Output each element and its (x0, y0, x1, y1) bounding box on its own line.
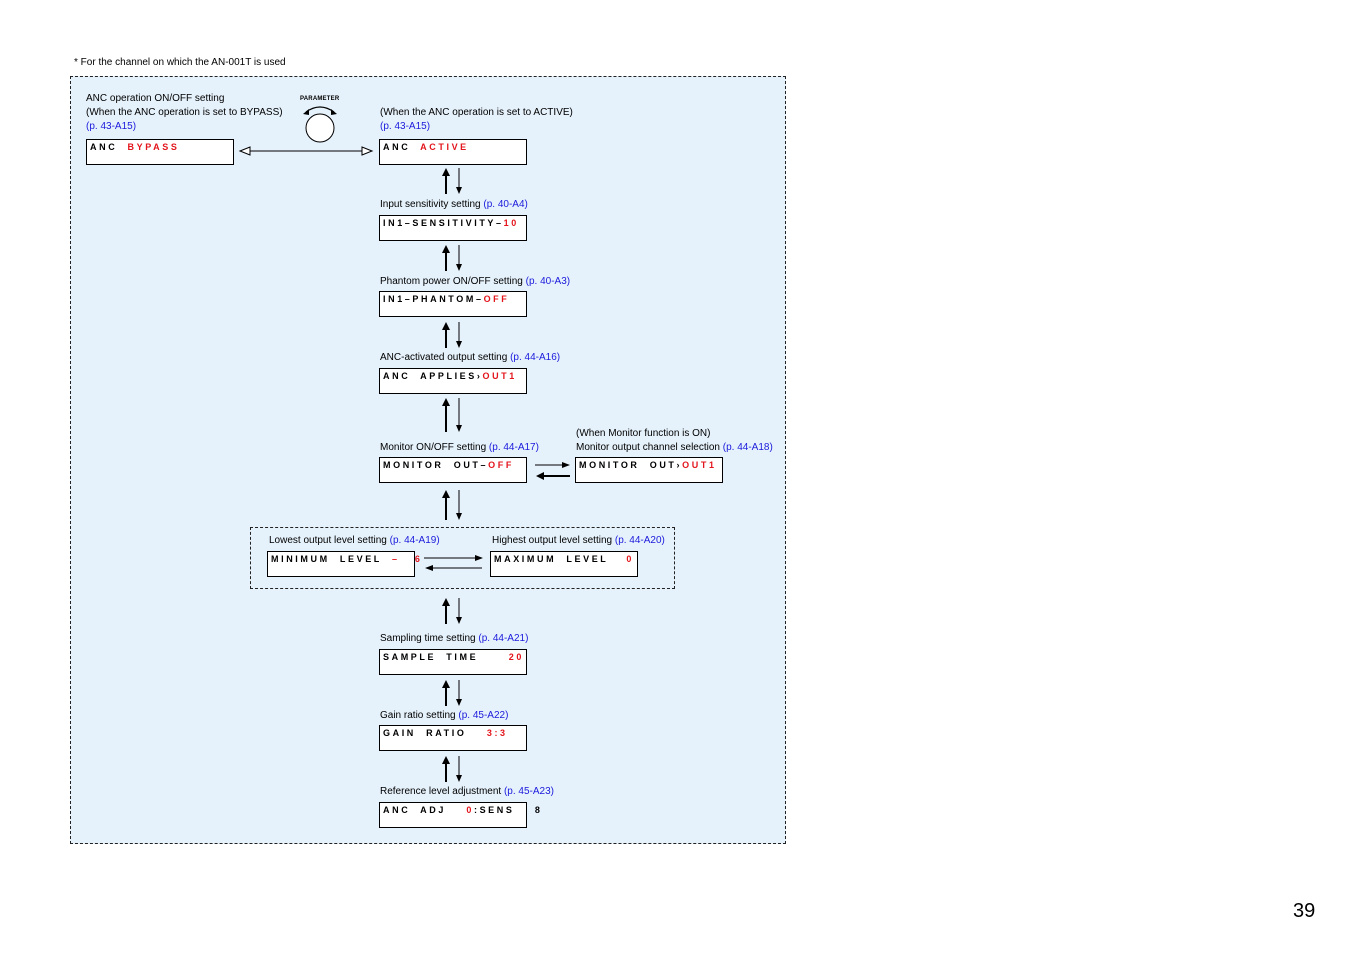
lcd-min-level: MINIMUM LEVEL – 6 (267, 551, 420, 577)
level-settings-group (250, 527, 675, 589)
footnote: * For the channel on which the AN-001T i… (74, 57, 286, 68)
anc-onoff-title: ANC operation ON/OFF setting (86, 93, 225, 104)
up-down-arrows-icon (442, 756, 462, 782)
up-down-arrows-icon (442, 398, 462, 432)
lcd-phantom: IN1–PHANTOM–OFF (379, 291, 527, 317)
sample-time-label: Sampling time setting (p. 44-A21) (380, 633, 529, 644)
anc-bypass-condition: (When the ANC operation is set to BYPASS… (86, 107, 283, 118)
anc-active-ref[interactable]: (p. 43-A15) (380, 121, 431, 132)
up-down-arrows-icon (442, 680, 462, 706)
bypass-active-arrow-icon (238, 146, 374, 156)
left-right-arrows-icon (535, 462, 570, 480)
left-right-arrows-icon (424, 555, 483, 571)
lcd-anc-output: ANC APPLIES›OUT1 (379, 368, 527, 394)
lcd-anc-bypass: ANC BYPASS (86, 139, 234, 165)
monitor-channel-label: Monitor output channel selection (p. 44-… (576, 442, 773, 453)
max-level-label: Highest output level setting (p. 44-A20) (492, 535, 665, 546)
lcd-monitor-channel: MONITOR OUT›OUT1 (575, 457, 723, 483)
anc-active-condition: (When the ANC operation is set to ACTIVE… (380, 107, 573, 118)
gain-ratio-label: Gain ratio setting (p. 45-A22) (380, 710, 509, 721)
input-sensitivity-label: Input sensitivity setting (p. 40-A4) (380, 199, 528, 210)
parameter-knob-label: PARAMETER (300, 96, 340, 102)
anc-output-label: ANC-activated output setting (p. 44-A16) (380, 352, 561, 363)
monitor-label: Monitor ON/OFF setting (p. 44-A17) (380, 442, 539, 453)
up-down-arrows-icon (442, 322, 462, 348)
lcd-input-sensitivity: IN1–SENSITIVITY–10 (379, 215, 527, 241)
rotary-knob-icon[interactable] (300, 104, 344, 144)
page-number: 39 (1293, 900, 1316, 922)
monitor-channel-condition: (When Monitor function is ON) (576, 428, 711, 439)
min-level-label: Lowest output level setting (p. 44-A19) (269, 535, 440, 546)
up-down-arrows-icon (442, 168, 462, 194)
up-down-arrows-icon (442, 490, 462, 520)
lcd-ref-level: ANC ADJ 0:SENS 8 (379, 802, 540, 828)
lcd-monitor: MONITOR OUT–OFF (379, 457, 527, 483)
lcd-anc-active: ANC ACTIVE (379, 139, 527, 165)
lcd-gain-ratio: GAIN RATIO 3:3 (379, 725, 527, 751)
phantom-label: Phantom power ON/OFF setting (p. 40-A3) (380, 276, 571, 287)
up-down-arrows-icon (442, 245, 462, 271)
ref-level-label: Reference level adjustment (p. 45-A23) (380, 786, 554, 797)
anc-bypass-ref[interactable]: (p. 43-A15) (86, 121, 137, 132)
up-down-arrows-icon (442, 598, 462, 624)
